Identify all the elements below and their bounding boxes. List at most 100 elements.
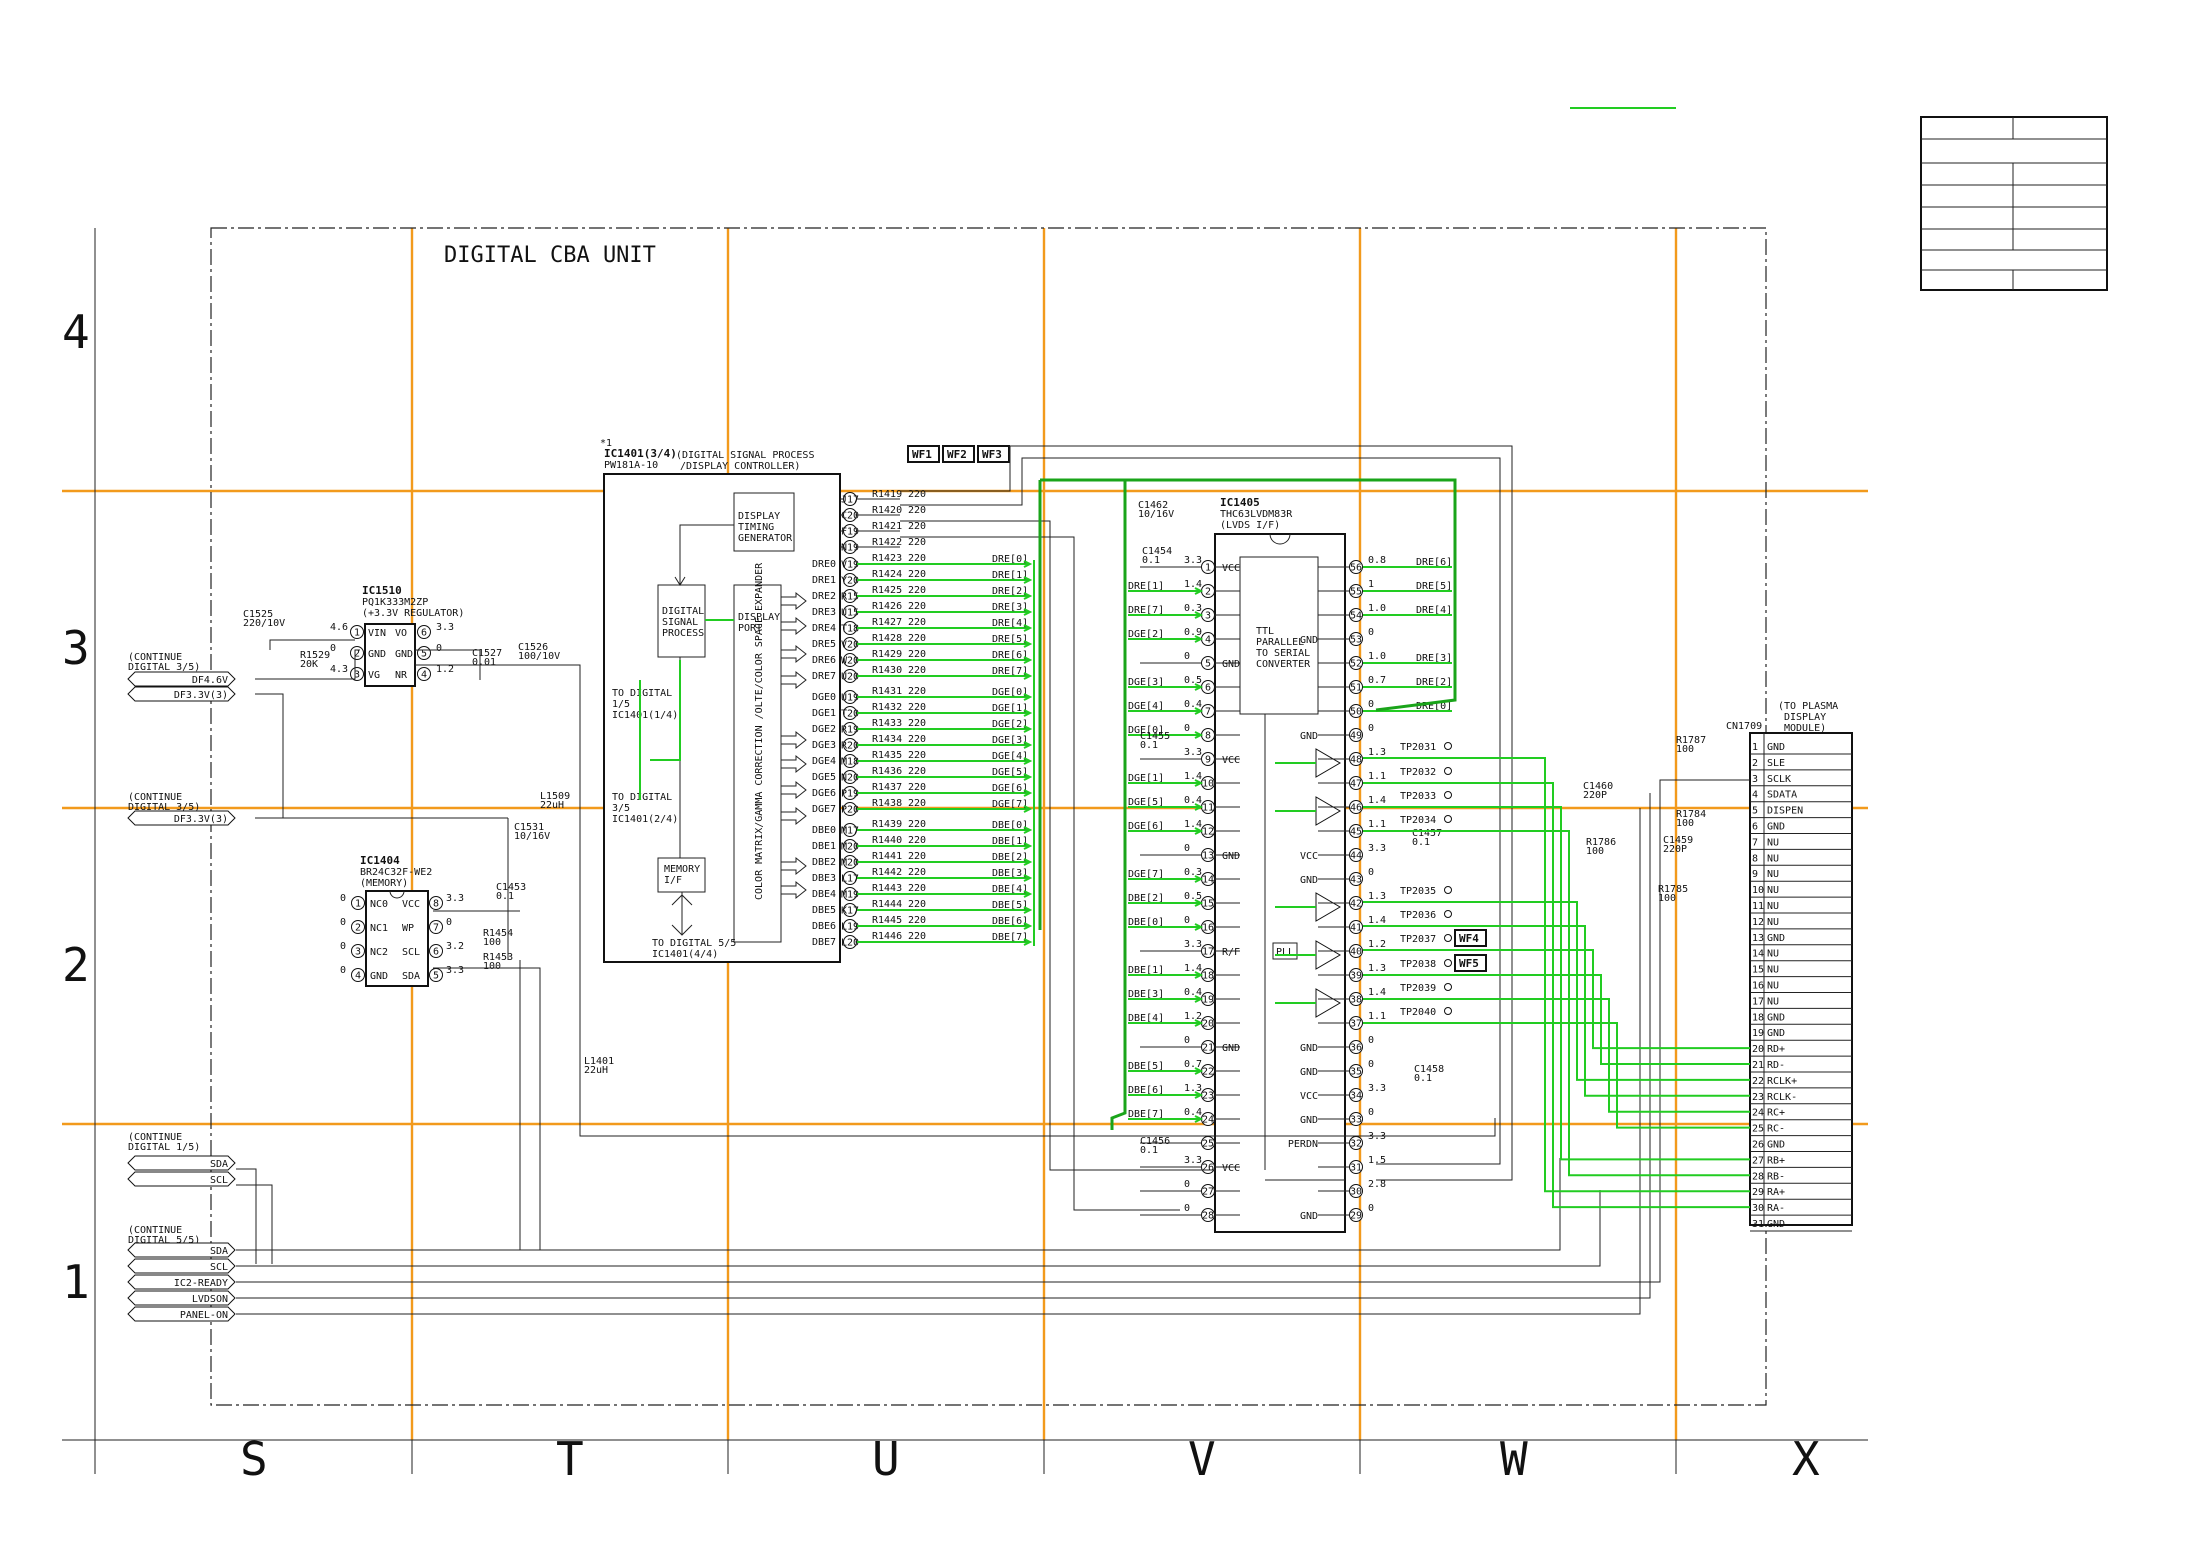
ic1404-pin-8-number: 8 [433,899,439,910]
ic1405-pin-name: GND [1300,875,1318,886]
cn1709-pin-number: 15 [1752,965,1764,976]
ic1404-pin-name: GND [370,971,388,982]
ic1405-pin-29 [1349,1208,1363,1222]
ic1404-pin-name: SCL [402,947,420,958]
ic1405-pin-voltage: 1.4 [1184,819,1202,830]
wiring [236,445,1750,1315]
resistor-value: 220 [908,851,926,862]
part-value: 100 [483,937,501,948]
ic1405-pin-31-number: 31 [1350,1163,1362,1174]
col-label-t: T [556,1432,584,1486]
signal-arrow [1023,773,1033,781]
part-ref-c1459: C1459 [1663,835,1693,846]
ic1405-pin-8-number: 8 [1205,731,1211,742]
part-ref-c1458: C1458 [1414,1064,1444,1075]
ic1405-pin-name: GND [1300,1211,1318,1222]
cn1709-pin-name: RD- [1767,1060,1785,1071]
svg-text:PROCESS: PROCESS [662,628,704,639]
resistor-ref: R1429 [872,649,902,660]
conn-digital-1-5-signal-arrow [127,1155,236,1171]
ic1405-pin-30-number: 30 [1350,1187,1362,1198]
cn1709-pin-number: 10 [1752,885,1764,896]
col-labels: S T U V W X [240,1432,1820,1486]
ic1401-func2: /DISPLAY CONTROLLER) [680,461,800,472]
svg-text:TO DIGITAL: TO DIGITAL [612,688,672,699]
net-output-label: DGE[0] [992,687,1028,698]
ic1401-pin-M18-number: M18 [841,757,859,768]
resistor-value: 220 [908,585,926,596]
ic1401-net-label: DBE3 [812,873,836,884]
resistor-ref: R1426 [872,601,902,612]
ic1510-pin-4 [417,667,431,681]
wf-tag-box [942,445,975,463]
cn1709-pin-number: 4 [1752,790,1758,801]
net-output-label: DRE[3] [992,602,1028,613]
signal-arrow [1023,890,1033,898]
conn-digital-1-5-signal-name: SDA [210,1159,228,1170]
conn-digital-3-5-b-signal-name: DF3.3V(3) [174,814,228,825]
ic1404-pin-name: NC1 [370,923,388,934]
resistor-ref: R1442 [872,867,902,878]
ic1405-pin-voltage: 1.3 [1184,1083,1202,1094]
ic1401-controller: *1 IC1401(3/4) PW181A-10 (DIGITAL SIGNAL… [600,438,841,963]
signal-arrow [1194,827,1204,835]
resistor-value: 220 [908,750,926,761]
ic1405-net-label: DBE[7] [1128,1109,1164,1120]
ic1401-pin-N19-number: N19 [841,543,859,554]
ic1405-pin-38 [1349,992,1363,1006]
col-label-v: V [1188,1432,1216,1486]
testpoint-tp2037: TP2037 [1400,934,1436,945]
resistor-ref: R1424 [872,569,902,580]
cn1709-pin-number: 6 [1752,822,1758,833]
ic1401-pin-R15 [843,589,857,603]
ic1405-pin-21 [1201,1040,1215,1054]
ic1405-pin-voltage: 0.5 [1184,675,1202,686]
ic1405-pin-35-number: 35 [1350,1067,1362,1078]
ic1404-pin-voltage: 3.3 [446,965,464,976]
cn1709-pin-number: 14 [1752,949,1764,960]
resistor-ref: R1446 [872,931,902,942]
ic1404-pin-8 [429,896,443,910]
ic1401-pin-J17-number: J17 [841,495,859,506]
ic1405-pin-10-number: 10 [1202,779,1214,790]
cn1709-pin-name: NU [1767,837,1779,848]
ic1405-net-label: DRE[2] [1416,677,1452,688]
ic1404-pin-4-number: 4 [355,971,361,982]
resistor-value: 220 [908,734,926,745]
part-ref-r1453: R1453 [483,952,513,963]
svg-text:TO DIGITAL 5/5: TO DIGITAL 5/5 [652,938,736,949]
cn1709-pin-number: 20 [1752,1044,1764,1055]
ic1405-pin-voltage: 1.2 [1368,939,1386,950]
part-ref-r1787: R1787 [1676,735,1706,746]
ic1404-pin-7-number: 7 [433,923,439,934]
testpoint-marker [1444,742,1452,750]
svg-text:DISPLAY: DISPLAY [738,511,780,522]
ic1404-pin-voltage: 0 [340,893,346,904]
ic1405-pin-voltage: 0.4 [1184,795,1202,806]
testpoint-tp2031: TP2031 [1400,742,1436,753]
ic1401-pin-L17 [843,871,857,885]
resistor-ref: R1434 [872,734,902,745]
ic1401-pin-U20-number: U20 [841,672,859,683]
resistor-ref: R1437 [872,782,902,793]
cn1709-pin-number: 27 [1752,1155,1764,1166]
part-value: 22uH [540,800,564,811]
ic1401-pin-U20 [843,669,857,683]
ic1405-pin-voltage: 0 [1184,915,1190,926]
ic1405-net-label: DBE[6] [1128,1085,1164,1096]
ic1405-pin-42 [1349,896,1363,910]
testpoint-tp2038: TP2038 [1400,959,1436,970]
ic1405-pin-5-number: 5 [1205,659,1211,670]
ic1405-pin-voltage: 3.3 [1368,1083,1386,1094]
cn1709-pin-number: 30 [1752,1203,1764,1214]
conn-digital-5-5-signal-name: IC2-READY [174,1278,228,1289]
signal-arrow [1023,624,1033,632]
resistor-value: 220 [908,798,926,809]
net-output-label: DGE[4] [992,751,1028,762]
signal-arrow [1194,971,1204,979]
ic1510-ref: IC1510 [362,584,402,597]
ic1510-pin-2-number: 2 [354,649,360,660]
ic1405-pin-voltage: 3.3 [1184,1155,1202,1166]
ic1510-pin-voltage: 0 [330,643,336,654]
ic1401-pin-T20 [843,706,857,720]
